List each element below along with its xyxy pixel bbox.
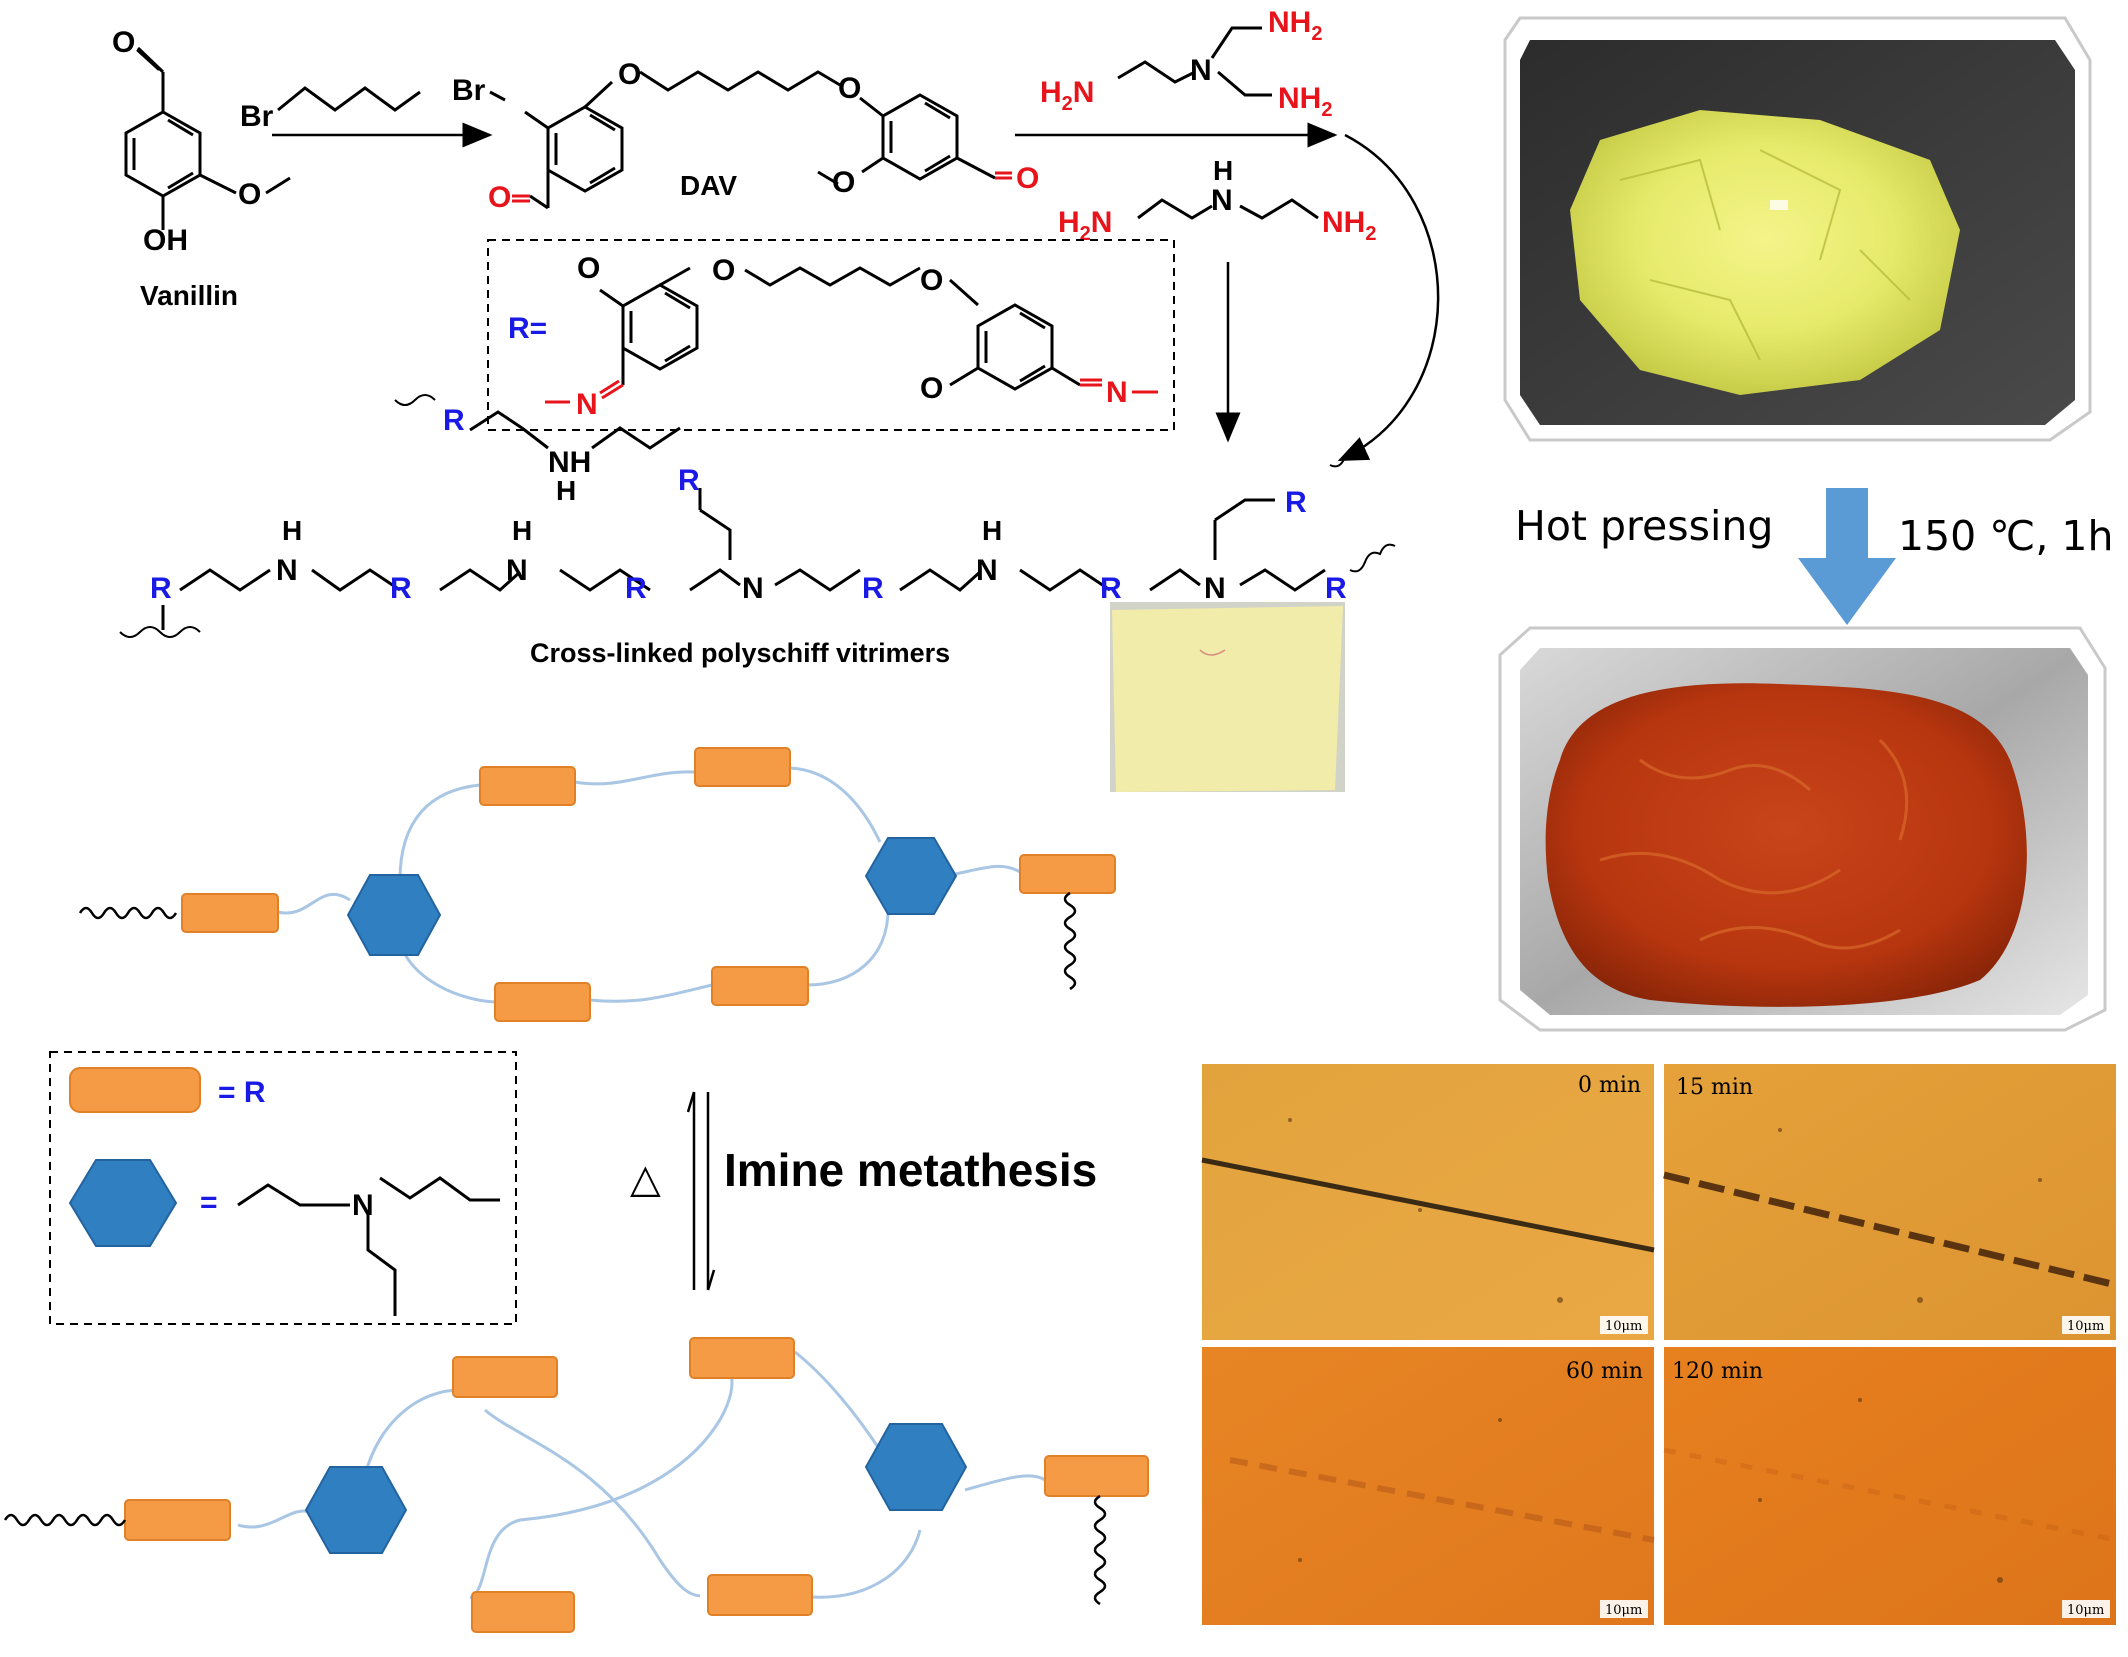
- r-methoxy-o-1: O: [577, 252, 600, 285]
- micrograph-60min: [1202, 1347, 1654, 1625]
- r-ether-o-1: O: [712, 254, 735, 287]
- polymer-r-5: R: [625, 572, 647, 605]
- polymer-n-4: N: [742, 572, 764, 605]
- dav-cho-o-left: O: [488, 181, 511, 214]
- r-definition-structure: [599, 266, 1081, 391]
- vanillin-name: Vanillin: [140, 280, 238, 311]
- tren-nh2-right: NH2: [1278, 82, 1332, 121]
- dav-aldehydes: [512, 171, 1012, 203]
- polymer-h-4: H: [982, 515, 1002, 546]
- micrograph-15-time: 15 min: [1676, 1075, 1753, 1100]
- micrograph-15-scale: 10μm: [2067, 1319, 2104, 1334]
- br-right: Br: [452, 74, 486, 107]
- hot-pressing-conditions: 150 ℃, 1h: [1898, 512, 2113, 560]
- r-imine-n-left: N: [576, 388, 598, 421]
- polymer-backbone: [119, 394, 1396, 638]
- polymer-r-8: R: [1285, 486, 1307, 519]
- tren-center-n: N: [1190, 54, 1212, 87]
- polymer-r-6: R: [862, 572, 884, 605]
- network-cartoon-bottom: [3, 1337, 1149, 1633]
- polymer-r-7: R: [1100, 572, 1122, 605]
- polymer-n-2: N: [276, 554, 298, 587]
- deta-nh2: NH2: [1322, 206, 1376, 245]
- tren-h2n: H2N: [1040, 76, 1094, 115]
- hot-pressing-arrow: [1798, 488, 1896, 625]
- micrograph-grid: [1201, 1064, 2117, 1625]
- micrograph-120-scale: 10μm: [2067, 1603, 2104, 1618]
- imine-metathesis-label: Imine metathesis: [724, 1144, 1097, 1196]
- hot-pressing-label: Hot pressing: [1515, 502, 1773, 550]
- pressed-disc-photo: [1498, 626, 2107, 1032]
- dibromobutane-structure: [277, 86, 421, 112]
- r-definition-box: [487, 239, 1175, 431]
- vanillin-structure: [124, 46, 291, 230]
- micrograph-0min: [1202, 1064, 1654, 1340]
- legend-hex-equals: =: [200, 1186, 218, 1219]
- r-methoxy-o-2: O: [920, 372, 943, 405]
- micrograph-0-scale: 10μm: [1605, 1319, 1642, 1334]
- micrograph-120min: [1664, 1347, 2116, 1625]
- dav-ether-o-left: O: [618, 58, 641, 91]
- legend-amine-structure: [237, 1176, 500, 1316]
- pellets-photo: [1503, 16, 2092, 442]
- legend-rect-symbol: [69, 1067, 201, 1113]
- r-definition-label: R=: [508, 312, 547, 345]
- legend-rect-label: = R: [218, 1076, 266, 1109]
- film-photo: [1110, 602, 1345, 792]
- polymer-nh-1: NH: [548, 446, 591, 479]
- r-definition-imines: [545, 378, 1158, 404]
- reaction-arrow-curved: [1337, 133, 1440, 462]
- dav-structure: [489, 70, 996, 210]
- heat-symbol: △: [630, 1156, 661, 1202]
- br-left: Br: [240, 100, 274, 133]
- vanillin-methoxy-o: O: [238, 178, 261, 211]
- polymer-r-1: R: [443, 404, 465, 437]
- micrograph-120-time: 120 min: [1672, 1359, 1763, 1384]
- equilibrium-arrows: [686, 1091, 716, 1291]
- polymer-h-1: H: [556, 475, 576, 506]
- r-ether-o-2: O: [920, 264, 943, 297]
- polymer-r-9: R: [1325, 572, 1347, 605]
- vanillin-aldehyde-o: O: [112, 26, 135, 59]
- polymer-n-3: N: [506, 554, 528, 587]
- polymer-r-3: R: [150, 572, 172, 605]
- deta-h: H: [1213, 155, 1233, 186]
- polymer-r-2: R: [678, 464, 700, 497]
- polymer-n-5: N: [976, 554, 998, 587]
- dav-ether-o-right: O: [838, 72, 861, 105]
- legend-amine-n: N: [352, 1189, 374, 1222]
- polymer-n-6: N: [1204, 572, 1226, 605]
- r-imine-n-right: N: [1106, 376, 1128, 409]
- polymer-r-4: R: [390, 572, 412, 605]
- dav-cho-o-right: O: [1016, 162, 1039, 195]
- deta-n: N: [1211, 184, 1233, 217]
- tren-nh2-top: NH2: [1268, 6, 1322, 45]
- dav-name: DAV: [680, 170, 737, 201]
- tren-structure: [1117, 26, 1272, 97]
- product-name: Cross-linked polyschiff vitrimers: [530, 638, 950, 668]
- legend-hex-symbol: [68, 1159, 178, 1247]
- micrograph-60-scale: 10μm: [1605, 1603, 1642, 1618]
- micrograph-60-time: 60 min: [1566, 1359, 1643, 1384]
- micrograph-15min: [1664, 1064, 2116, 1340]
- deta-structure: [1137, 198, 1319, 220]
- polymer-h-3: H: [512, 515, 532, 546]
- vanillin-oh: OH: [143, 224, 188, 257]
- legend-box: [49, 1051, 517, 1325]
- polymer-h-2: H: [282, 515, 302, 546]
- dav-methoxy-o: O: [832, 166, 855, 199]
- micrograph-0-time: 0 min: [1578, 1073, 1641, 1098]
- network-cartoon-top: [78, 747, 1116, 1022]
